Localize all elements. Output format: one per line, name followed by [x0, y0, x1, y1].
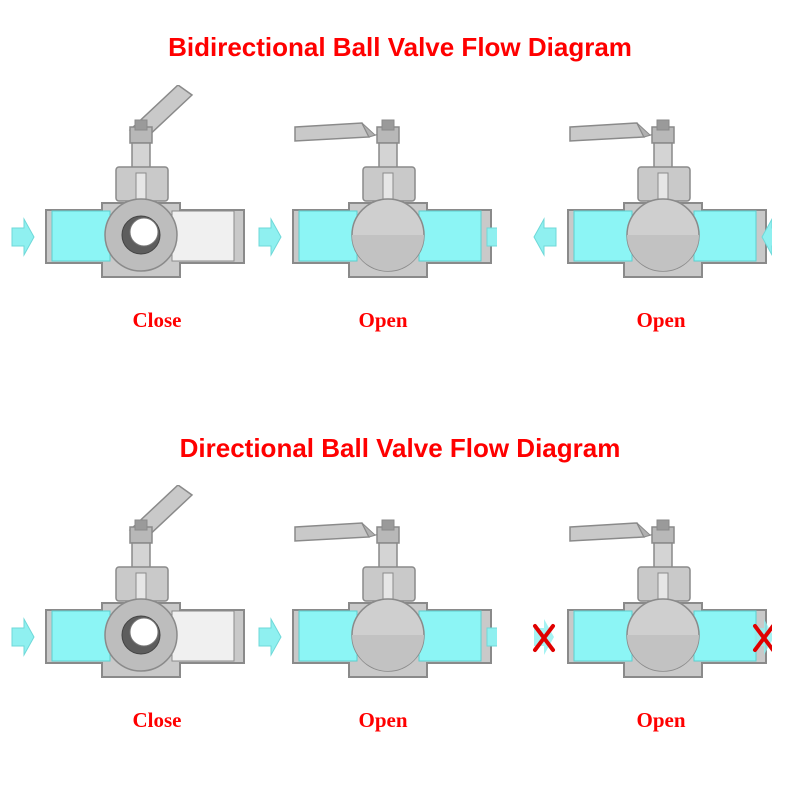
directional-open-blocked-label: Open — [636, 708, 686, 732]
directional-valve-close — [10, 484, 250, 695]
bidirectional-title: Bidirectional Ball Valve Flow Diagram — [168, 32, 632, 62]
bidirectional-open-label: Open — [358, 308, 408, 332]
right-pipe-empty — [171, 610, 235, 662]
valve-stem — [378, 542, 398, 570]
outlet-arrow-icon — [533, 217, 557, 257]
inlet-arrow-icon — [258, 217, 282, 257]
bidirectional-close-label: Close — [132, 308, 182, 332]
inlet-arrow-icon — [11, 217, 35, 257]
valve-stem — [653, 142, 673, 170]
left-pipe-fluid — [298, 210, 358, 262]
left-pipe-fluid — [573, 210, 633, 262]
valve-handle — [294, 519, 400, 544]
valve-ball — [351, 598, 425, 672]
directional-valve-open-forward — [257, 485, 510, 695]
left-pipe-fluid — [298, 610, 358, 662]
valve-handle — [128, 84, 194, 144]
left-pipe-fluid — [573, 610, 633, 662]
inlet-arrow-icon — [11, 617, 35, 657]
valve-handle — [128, 484, 194, 544]
valve-handle — [294, 119, 400, 144]
valve-ball — [626, 198, 700, 272]
valve-stem — [131, 142, 151, 170]
valve-handle — [569, 119, 675, 144]
blocked-x-icon — [753, 619, 775, 655]
bidirectional-open-reverse-label: Open — [636, 308, 686, 332]
valve-ball — [626, 598, 700, 672]
directional-open-label: Open — [358, 708, 408, 732]
blocked-x-icon — [533, 619, 555, 655]
directional-valve-open-blocked — [532, 485, 775, 695]
valve-ball — [104, 598, 178, 672]
left-pipe-fluid — [51, 210, 111, 262]
valve-stem — [378, 142, 398, 170]
directional-title: Directional Ball Valve Flow Diagram — [179, 433, 621, 463]
valve-stem — [131, 542, 151, 570]
valve-ball — [351, 198, 425, 272]
bidirectional-valve-open-forward — [257, 85, 510, 295]
valve-handle — [569, 519, 675, 544]
right-pipe-fluid — [693, 610, 757, 662]
valve-ball — [104, 198, 178, 272]
right-pipe-empty — [171, 210, 235, 262]
left-pipe-fluid — [51, 610, 111, 662]
inlet-arrow-icon — [258, 617, 282, 657]
directional-close-label: Close — [132, 708, 182, 732]
bidirectional-valve-close — [10, 84, 250, 295]
right-pipe-fluid — [418, 610, 482, 662]
right-pipe-fluid — [418, 210, 482, 262]
bidirectional-valve-open-reverse — [532, 85, 785, 295]
right-pipe-fluid — [693, 210, 757, 262]
valve-stem — [653, 542, 673, 570]
